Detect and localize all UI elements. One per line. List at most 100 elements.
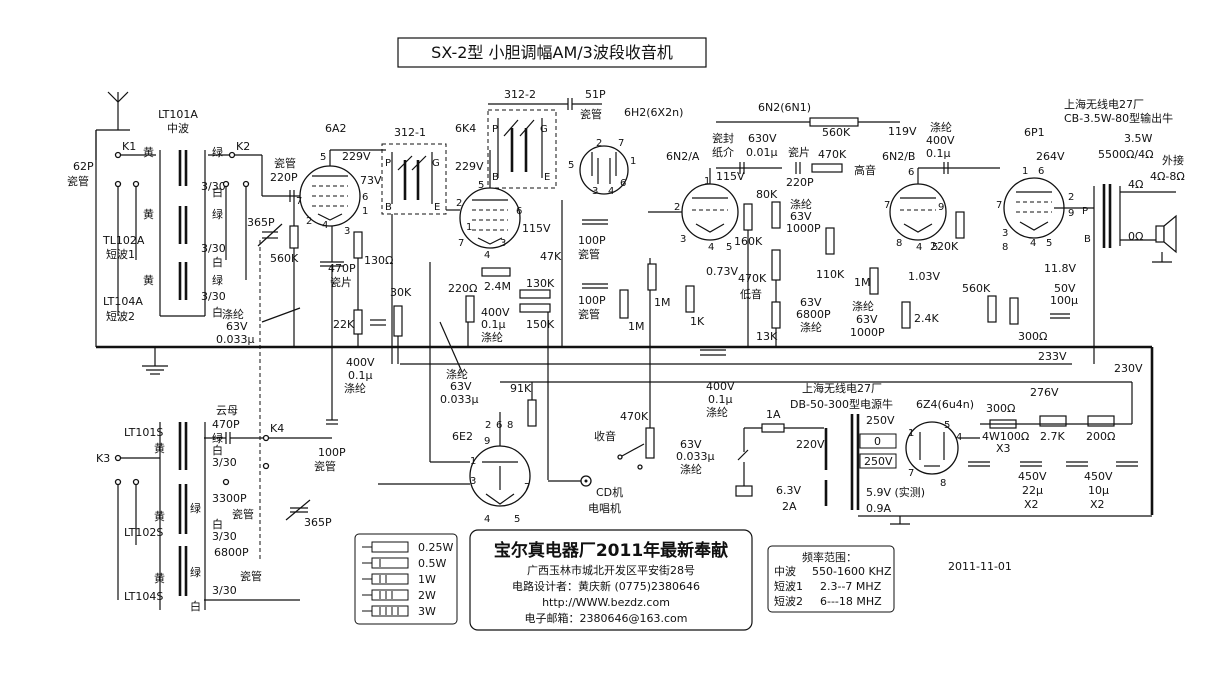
- c365-arrow: [257, 223, 283, 247]
- tap-label-6: 3/30: [212, 584, 237, 597]
- wire-white-5: 白: [212, 517, 223, 531]
- coil-tl102a: TL102A: [102, 234, 145, 247]
- ift2-e: E: [544, 172, 550, 183]
- bass-pot[interactable]: [771, 249, 781, 281]
- pin-6n2a-5: 5: [726, 242, 732, 253]
- c3300p-label: 3300P: [212, 492, 247, 505]
- schematic-date: 2011-11-01: [948, 560, 1012, 573]
- tube-6k4-label: 6K4: [455, 122, 476, 135]
- c6800p-type: 涤纶: [800, 320, 822, 334]
- k3-contact: [114, 454, 122, 462]
- out-0ohm: 0Ω: [1128, 230, 1143, 243]
- pin-6e2-1: 1: [470, 456, 476, 467]
- vol-wiper: [621, 443, 645, 457]
- pin-6n2a-3: 3: [680, 234, 686, 245]
- c630-value: 0.01μ: [746, 146, 778, 159]
- ift-312-1: [381, 143, 447, 215]
- resistor-300: [1009, 297, 1019, 325]
- c100u-voltage: 50V: [1054, 282, 1076, 295]
- r560k-c-label: 560K: [962, 282, 991, 295]
- c033b-leader: [439, 321, 463, 373]
- pin-7: 7: [296, 196, 302, 207]
- freq-range-1: 2.3--7 MHZ: [820, 580, 882, 593]
- r1k-label: 1K: [690, 315, 705, 328]
- voltage-115a: 115V: [522, 222, 551, 235]
- c62p-type: 瓷管: [67, 174, 89, 188]
- resistor-200: [1087, 415, 1115, 427]
- c1000p-b-type: 涤纶: [852, 299, 874, 313]
- c365p-b-arrow: [285, 499, 311, 521]
- c10-x: X2: [1090, 498, 1105, 511]
- c100p-c-label: 100P: [318, 446, 346, 459]
- r300w-label: 300Ω: [986, 402, 1015, 415]
- r300-label: 300Ω: [1018, 330, 1047, 343]
- c630-voltage: 630V: [748, 132, 777, 145]
- r80k-label: 80K: [756, 188, 778, 201]
- c220p-b-type: 瓷片: [788, 145, 810, 159]
- page-title: SX-2型 小胆调幅AM/3波段收音机: [431, 43, 673, 62]
- c01c-value: 0.1μ: [708, 393, 733, 406]
- tube-6n2b-electrodes: [900, 197, 936, 233]
- resistor-80k: [771, 201, 781, 229]
- wire-yellow-1: 黄: [143, 145, 154, 159]
- pin-6n2b-7: 7: [884, 200, 890, 211]
- voltage-73: 73V: [360, 174, 382, 187]
- pin-6n2b-9: 9: [938, 202, 944, 213]
- freq-band-1: 短波1: [774, 579, 803, 593]
- mica-label: 云母: [216, 404, 238, 417]
- tube-6n2a-electrodes: [692, 197, 728, 233]
- r1m-a-label: 1M: [628, 320, 645, 333]
- c400v-value: 0.1μ: [926, 147, 951, 160]
- voltage-63: 6.3V: [776, 484, 801, 497]
- pin-6z4-1: 1: [908, 428, 914, 439]
- ps-model: DB-50-300型电源牛: [790, 397, 893, 411]
- c1000p-a-label: 1000P: [786, 222, 821, 235]
- c033b-voltage: 63V: [450, 380, 472, 393]
- pin-6e2-3: 3: [470, 476, 476, 487]
- pin-1: 1: [362, 206, 368, 217]
- c10-voltage: 450V: [1084, 470, 1113, 483]
- pin-6h2-3: 3: [592, 186, 598, 197]
- voltage-233: 233V: [1038, 350, 1067, 363]
- out-xfmr-model: CB-3.5W-80型输出牛: [1064, 111, 1173, 125]
- ift-312-2: [487, 109, 557, 189]
- treble-pot[interactable]: [811, 163, 843, 173]
- wire-green-3: 绿: [212, 273, 223, 287]
- tap-label-3: 3/30: [201, 290, 226, 303]
- r300w-x3: X3: [996, 442, 1011, 455]
- resistor-1k: [685, 285, 695, 313]
- resistor-2k4: [901, 301, 911, 329]
- out-p: P: [1082, 206, 1088, 217]
- c6800p-voltage: 63V: [800, 296, 822, 309]
- c100p-a-type: 瓷管: [578, 247, 600, 261]
- vol-switch-contact: [617, 454, 623, 460]
- ext-range: 4Ω-8Ω: [1150, 170, 1185, 183]
- volume-pot[interactable]: [645, 427, 655, 459]
- c033c-voltage: 63V: [680, 438, 702, 451]
- power-switch[interactable]: [737, 449, 749, 461]
- cd-jack-center: [584, 479, 588, 483]
- wire-yellow-4: 黄: [154, 441, 165, 455]
- coil-tl102a-band: 短波1: [106, 247, 135, 261]
- title-box: [397, 37, 707, 68]
- r2k7-label: 2.7K: [1040, 430, 1065, 443]
- c470p-b-label: 470P: [212, 418, 240, 431]
- wire-green-5: 绿: [190, 501, 201, 515]
- c470p-a-type: 瓷片: [330, 275, 352, 289]
- ift1-g: G: [432, 158, 440, 169]
- pin-6z4-8: 8: [940, 478, 946, 489]
- resistor-560k-c: [987, 295, 997, 323]
- ift-312-1-coils: [391, 152, 433, 204]
- pin-6n2b-8: 8: [896, 238, 902, 249]
- c6800p-b-type: 瓷管: [240, 569, 262, 583]
- wire-white-6: 白: [190, 599, 201, 613]
- tube-6z4-electrodes: [919, 432, 945, 467]
- fuse: [761, 423, 785, 433]
- pin-6e2-4: 4: [484, 514, 490, 525]
- wire-yellow-3: 黄: [143, 273, 154, 287]
- wire-green-4: 绿: [212, 431, 223, 445]
- legend-wattage-label: 0.25W: [418, 541, 453, 554]
- c6800p-label: 6800P: [796, 308, 831, 321]
- c100u-value: 100μ: [1050, 294, 1078, 307]
- company-name: 宝尔真电器厂2011年最新奉献: [494, 540, 728, 561]
